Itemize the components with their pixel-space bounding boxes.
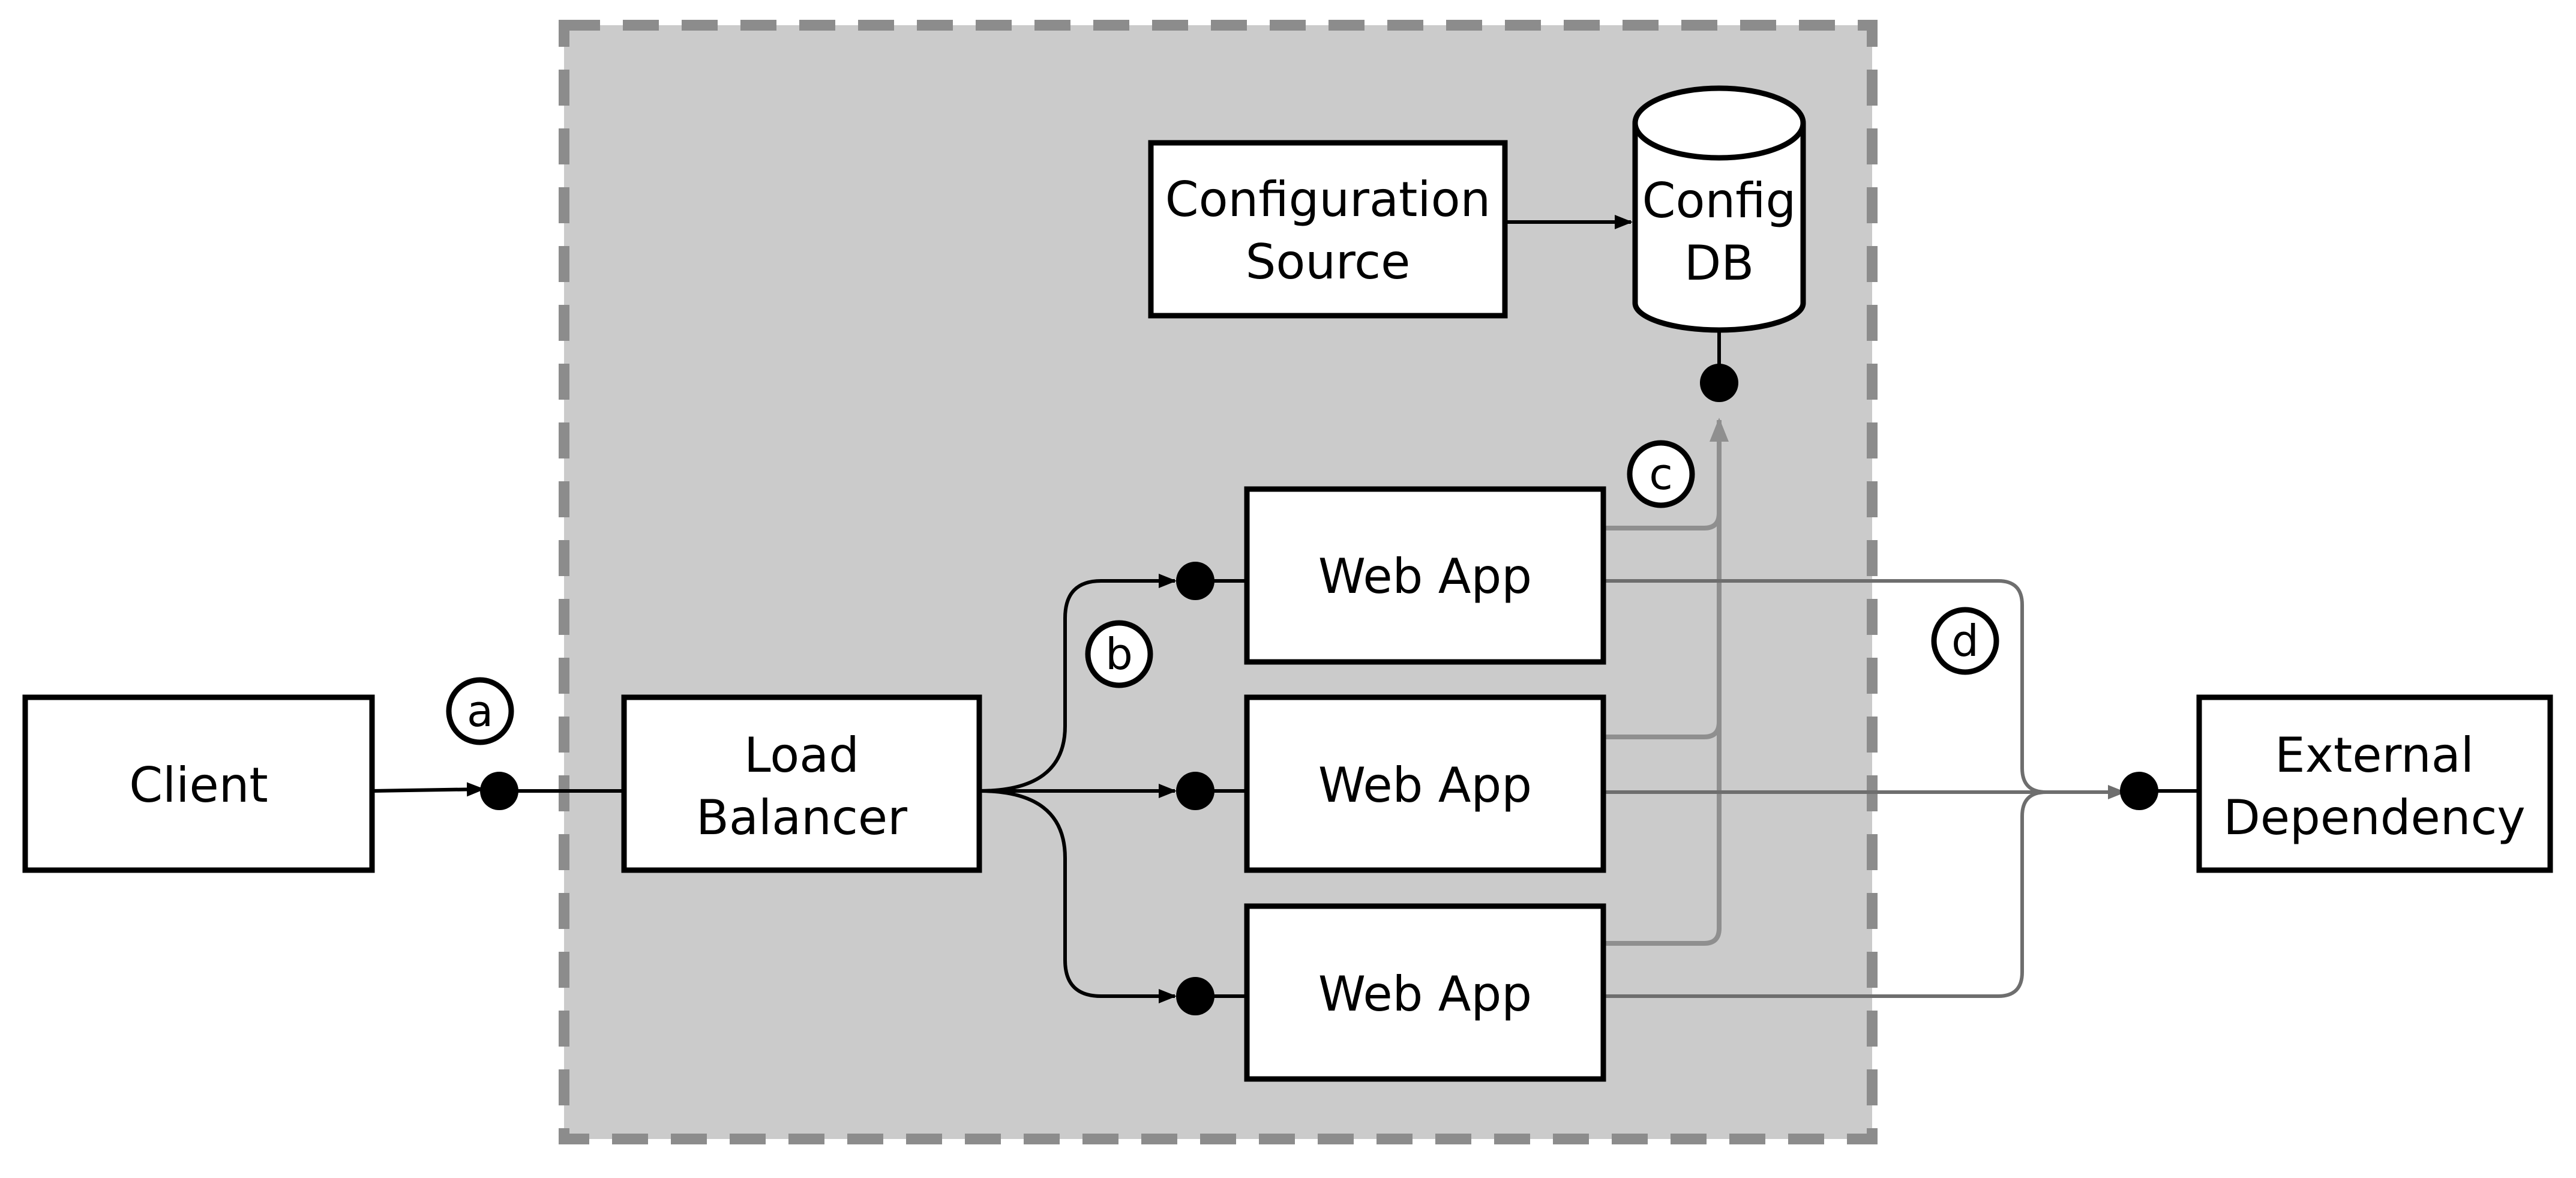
config-connection-webapp3 [1603, 418, 1729, 946]
dependency-connection-webapp3 [1603, 790, 2047, 998]
external-dependency-node: External Dependency [2196, 694, 2553, 873]
external-endpoint-dot [2120, 772, 2158, 810]
marker-c-label: c [1649, 449, 1673, 499]
load-balancer-label-line2: Balancer [696, 790, 907, 846]
webapp2-endpoint-dot [1176, 772, 1214, 810]
configuration-source-label-line1: Configuration [1165, 172, 1491, 227]
marker-a: a [446, 677, 514, 745]
marker-b-label: b [1105, 629, 1133, 679]
config-db-connections [1603, 418, 1729, 946]
client-label: Client [129, 757, 268, 813]
lb-endpoint-dot [480, 772, 518, 810]
load-balancer-node: Load Balancer [621, 694, 982, 873]
marker-b: b [1085, 620, 1153, 688]
webapp3-endpoint-dot [1176, 977, 1214, 1015]
database-cylinder-icon [1632, 123, 1806, 333]
request-connections [371, 215, 2199, 1003]
external-dependency-label-line2: Dependency [2223, 790, 2526, 846]
config-db-label-line2: DB [1684, 235, 1754, 291]
client-node: Client [22, 694, 375, 873]
external-dependency-label-line1: External [2275, 727, 2474, 783]
configuration-source-label-line2: Source [1246, 234, 1411, 290]
config-db-endpoint-dot [1700, 364, 1738, 402]
marker-d: d [1931, 607, 1999, 675]
load-balancer-label-line1: Load [744, 727, 859, 783]
web-app-1-label: Web App [1318, 548, 1532, 604]
dependency-connection-webapp1 [1603, 579, 2047, 794]
webapp1-endpoint-dot [1176, 562, 1214, 600]
config-db-node: Config DB [1632, 85, 1806, 333]
external-dependency-connections [1603, 579, 2126, 998]
database-cylinder-top [1632, 85, 1806, 161]
web-app-node-1: Web App [1244, 486, 1606, 665]
lb-to-webapp1-connection [979, 574, 1177, 793]
marker-d-label: d [1951, 616, 1979, 666]
marker-c: c [1627, 440, 1695, 508]
web-app-3-label: Web App [1318, 966, 1532, 1022]
web-app-node-2: Web App [1244, 694, 1606, 873]
web-app-node-3: Web App [1244, 903, 1606, 1082]
config-db-label-line1: Config [1642, 173, 1797, 229]
lb-to-webapp3-connection [979, 789, 1177, 1003]
marker-a-label: a [467, 686, 493, 736]
client-to-lb-connection [371, 782, 485, 797]
configuration-source-node: Configuration Source [1148, 140, 1508, 319]
web-app-2-label: Web App [1318, 757, 1532, 813]
